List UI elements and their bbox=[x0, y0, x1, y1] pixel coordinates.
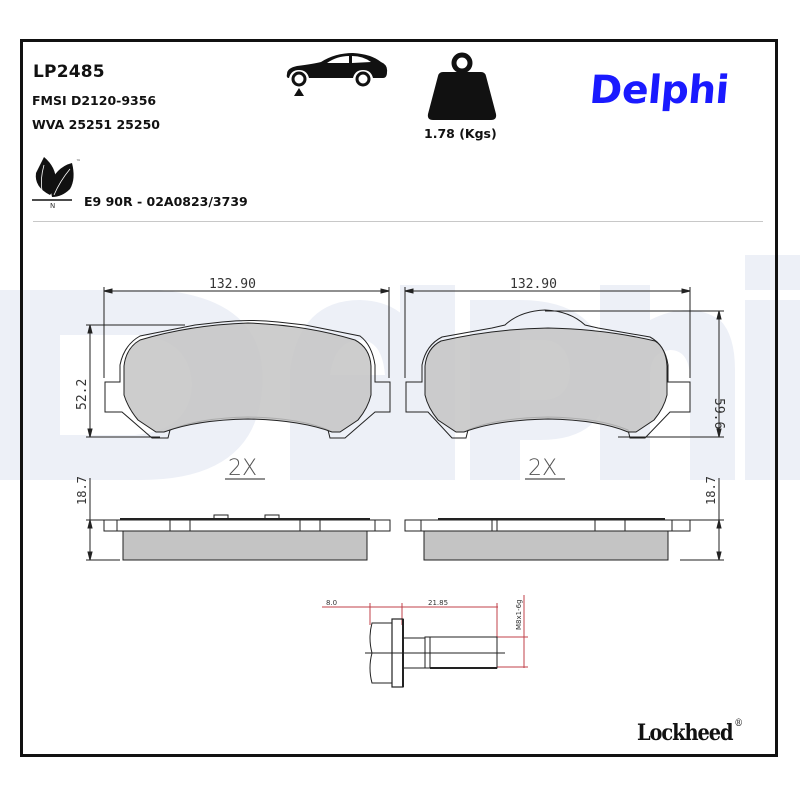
eco-leaf-icon: ™ N bbox=[32, 157, 81, 210]
part-number: LP2485 bbox=[33, 62, 105, 82]
header-separator bbox=[33, 221, 763, 222]
wva-code: WVA 25251 25250 bbox=[32, 117, 160, 132]
left-pad-front-view bbox=[86, 287, 391, 439]
right-thickness-dim: 18.7 bbox=[704, 476, 718, 505]
bolt-detail bbox=[322, 595, 528, 688]
car-front-axle-icon bbox=[286, 53, 388, 96]
drawing-frame bbox=[20, 39, 778, 757]
left-thickness-dim: 18.7 bbox=[75, 476, 89, 505]
weight-icon bbox=[427, 52, 497, 120]
right-width-dim: 132.90 bbox=[510, 277, 557, 292]
bolt-thread-spec: M8x1-6g bbox=[515, 599, 523, 630]
eco-mark-label: N bbox=[50, 202, 55, 210]
approval-code: E9 90R - 02A0823/3739 bbox=[84, 194, 248, 209]
right-quantity: 2X bbox=[528, 456, 557, 481]
lockheed-logo: Lockheed® bbox=[637, 718, 743, 746]
left-pad-side-view bbox=[86, 478, 391, 561]
fmsi-code: FMSI D2120-9356 bbox=[32, 93, 157, 108]
left-height-dim: 52.2 bbox=[75, 379, 90, 410]
bolt-head-dim: 8.0 bbox=[326, 599, 337, 607]
left-quantity: 2X bbox=[228, 456, 257, 481]
right-pad-front-view bbox=[404, 287, 724, 439]
weight-label: 1.78 (Kgs) bbox=[424, 126, 497, 141]
right-height-dim: 59.6 bbox=[711, 398, 726, 429]
right-pad-side-view bbox=[404, 478, 724, 561]
lockheed-label: Lockheed bbox=[637, 720, 734, 746]
eco-tm: ™ bbox=[76, 159, 81, 165]
bolt-length-dim: 21.85 bbox=[428, 599, 448, 607]
registered-mark: ® bbox=[734, 718, 743, 729]
left-width-dim: 132.90 bbox=[209, 277, 256, 292]
